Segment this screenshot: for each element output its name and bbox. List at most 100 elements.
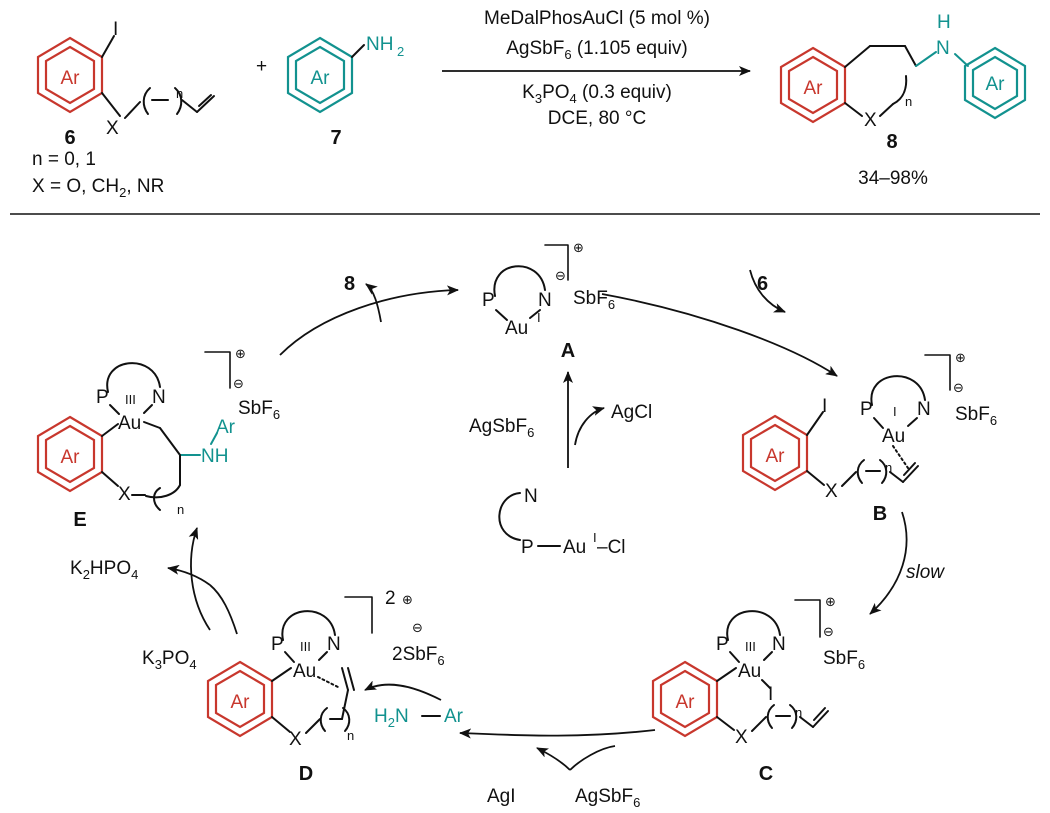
minus-charge: ⊖ bbox=[953, 380, 964, 395]
additive-text: AgSbF6 (1.105 equiv) bbox=[506, 38, 688, 62]
agi-label: AgI bbox=[487, 786, 516, 807]
nh-n-label: N bbox=[936, 38, 950, 59]
agsbf6-label-lower: AgSbF6 bbox=[575, 786, 640, 810]
x-atom: X bbox=[825, 481, 838, 502]
k2hpo4-label: K2HPO4 bbox=[70, 558, 138, 582]
agi-arc-out bbox=[536, 747, 571, 771]
iodo-label: I bbox=[768, 684, 773, 705]
complex-e: P N Au III ⊕ ⊖ SbF6 Ar NH Ar n X E bbox=[36, 346, 280, 531]
ligand-p: P bbox=[96, 387, 109, 408]
x-atom: X bbox=[735, 727, 748, 748]
arrow-c-to-d bbox=[459, 728, 656, 739]
arrow-a-to-b bbox=[601, 293, 838, 377]
plus-charge: ⊕ bbox=[825, 594, 836, 609]
ligand-n: N bbox=[772, 634, 786, 655]
charge-two: 2 bbox=[385, 588, 396, 609]
k3po4-arc bbox=[209, 584, 238, 635]
gold: Au bbox=[738, 661, 761, 682]
oxidation-state: I bbox=[537, 310, 541, 325]
amine-h: H2N bbox=[374, 706, 409, 730]
scope-n: n = 0, 1 bbox=[32, 149, 96, 170]
red-aryl-ring: Ar bbox=[779, 46, 847, 124]
compound-number-7: 7 bbox=[330, 127, 341, 149]
plus-charge: ⊕ bbox=[402, 592, 413, 607]
ligand-n: N bbox=[152, 387, 166, 408]
amine-subscript: 2 bbox=[397, 44, 404, 59]
compound-number-6: 6 bbox=[64, 127, 75, 149]
teal-aryl-ring: Ar bbox=[286, 36, 354, 114]
counterion: SbF6 bbox=[955, 404, 997, 428]
oxidation-state: III bbox=[300, 639, 311, 654]
complex-d: P N Au III 2 ⊕ ⊖ 2SbF6 Ar X n D H2N Ar bbox=[206, 588, 464, 785]
x-atom: X bbox=[118, 484, 131, 505]
agsbf6-arc-in bbox=[569, 745, 616, 771]
aryl-label: Ar bbox=[61, 68, 81, 89]
ligand-p: P bbox=[482, 290, 495, 311]
ligand-p: P bbox=[716, 634, 729, 655]
red-aryl-ring: Ar bbox=[206, 660, 274, 738]
red-aryl-ring: Ar bbox=[651, 660, 719, 738]
arrow-b-to-c bbox=[869, 511, 908, 615]
ligand-n: N bbox=[917, 399, 931, 420]
label-a: A bbox=[561, 340, 575, 362]
label-b: B bbox=[873, 503, 887, 525]
reactant-7: Ar NH 2 7 bbox=[286, 34, 404, 149]
arrow-d-to-e bbox=[188, 527, 211, 631]
n-index: n bbox=[177, 502, 184, 517]
complex-b: P N Au I ⊕ ⊖ SbF6 Ar I X n B bbox=[741, 350, 997, 525]
agcl-arc bbox=[574, 406, 605, 446]
aryl-label: Ar bbox=[804, 78, 824, 99]
gold: Au bbox=[293, 661, 316, 682]
aryl-label: Ar bbox=[231, 692, 251, 713]
reactant-6: Ar I X n 6 bbox=[36, 19, 215, 149]
n-index: n bbox=[795, 705, 802, 720]
counterion: SbF6 bbox=[238, 398, 280, 422]
plus-charge: ⊕ bbox=[235, 346, 246, 361]
reaction-conditions: MeDalPhosAuCl (5 mol %) AgSbF6 (1.105 eq… bbox=[442, 8, 751, 129]
tether-n-index: n bbox=[176, 86, 183, 101]
red-aryl-ring: Ar bbox=[36, 415, 104, 493]
precat-ox: I bbox=[593, 530, 597, 545]
minus-charge: ⊖ bbox=[233, 376, 244, 391]
oxidation-state: III bbox=[125, 392, 136, 407]
add-6-arc bbox=[749, 269, 786, 313]
label-e: E bbox=[73, 509, 86, 531]
ring-x-label: X bbox=[864, 110, 877, 131]
minus-charge: ⊖ bbox=[555, 268, 566, 283]
tether-x-label: X bbox=[106, 118, 119, 139]
complex-a: P N Au I ⊕ ⊖ SbF6 A bbox=[482, 240, 615, 362]
minus-charge: ⊖ bbox=[823, 624, 834, 639]
complex-c: P N Au III I ⊕ ⊖ SbF6 Ar X n C bbox=[651, 594, 865, 785]
amine-ar: Ar bbox=[444, 706, 464, 727]
counterion: SbF6 bbox=[573, 288, 615, 312]
plus-sign: + bbox=[256, 56, 267, 77]
ring-n-index: n bbox=[905, 94, 912, 109]
amine-attack-arrow bbox=[364, 680, 442, 701]
yield-text: 34–98% bbox=[858, 168, 928, 189]
aryl-label: Ar bbox=[766, 446, 786, 467]
release-8-arc bbox=[365, 283, 382, 323]
ligand-p: P bbox=[860, 399, 873, 420]
k3po4-label: K3PO4 bbox=[142, 648, 197, 672]
precatalyst: N P Au I –Cl bbox=[498, 486, 626, 558]
base-text: K3PO4 (0.3 equiv) bbox=[522, 82, 672, 106]
product-8: Ar X n H N Ar 8 34–98% bbox=[779, 12, 1027, 189]
counterion: 2SbF6 bbox=[392, 644, 445, 668]
ligand-n: N bbox=[538, 290, 552, 311]
ligand-p: P bbox=[271, 634, 284, 655]
product-8-out: 8 bbox=[344, 273, 355, 295]
n-index: n bbox=[347, 728, 354, 743]
x-atom: X bbox=[289, 729, 302, 750]
amine-nh: NH bbox=[201, 446, 228, 467]
gold: Au bbox=[118, 413, 141, 434]
precat-n: N bbox=[524, 486, 538, 507]
solvent-temp-text: DCE, 80 °C bbox=[548, 108, 646, 129]
amine-ar: Ar bbox=[216, 417, 236, 438]
catalyst-text: MeDalPhosAuCl (5 mol %) bbox=[484, 8, 710, 29]
oxidation-state: I bbox=[893, 404, 897, 419]
aryl-label: Ar bbox=[311, 68, 331, 89]
compound-number-8: 8 bbox=[886, 131, 897, 153]
precat-au: Au bbox=[563, 537, 586, 558]
iodo-label: I bbox=[822, 396, 827, 417]
